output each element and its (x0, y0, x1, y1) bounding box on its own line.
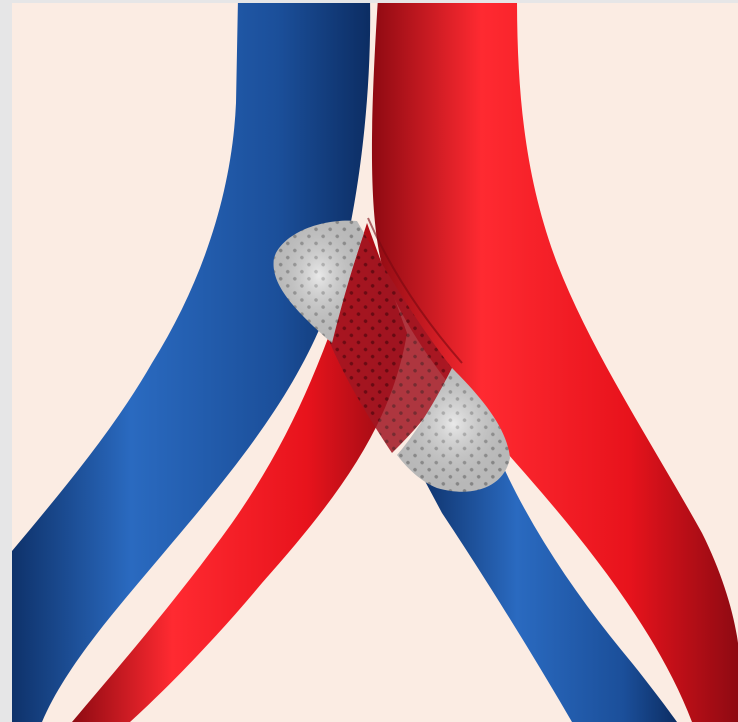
vessel-illustration (12, 3, 738, 722)
illustration-panel (12, 3, 738, 722)
